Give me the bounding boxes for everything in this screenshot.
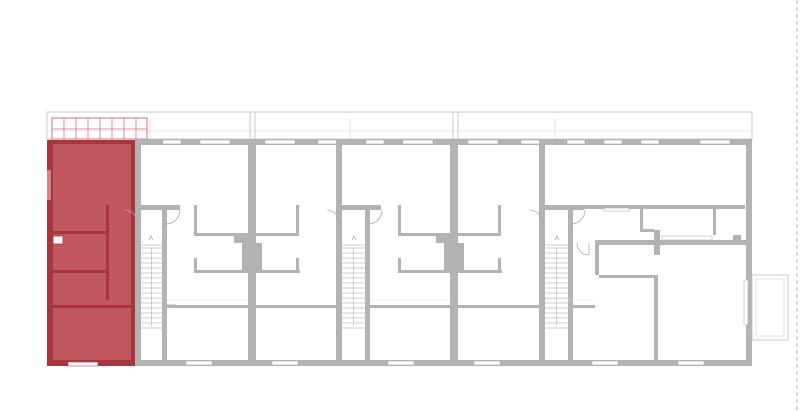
highlighted-unit <box>47 140 135 367</box>
unit-d-partitions <box>458 205 539 308</box>
stairwell-1 <box>124 209 181 329</box>
stairwell-2 <box>326 209 383 329</box>
exterior-walls <box>135 139 752 366</box>
unit-b-partitions <box>256 205 336 308</box>
stairwell-3 <box>529 209 586 329</box>
unit-a-partitions <box>167 205 248 308</box>
bottom-windows <box>185 360 705 366</box>
unit-c-partitions <box>370 205 450 308</box>
highlighted-balcony <box>51 117 148 140</box>
balcony-strip <box>46 111 753 140</box>
stair-corridors <box>135 205 584 210</box>
unit-e-partitions <box>545 205 746 360</box>
top-windows <box>162 139 731 145</box>
side-balcony <box>743 274 789 341</box>
party-walls <box>162 139 573 366</box>
